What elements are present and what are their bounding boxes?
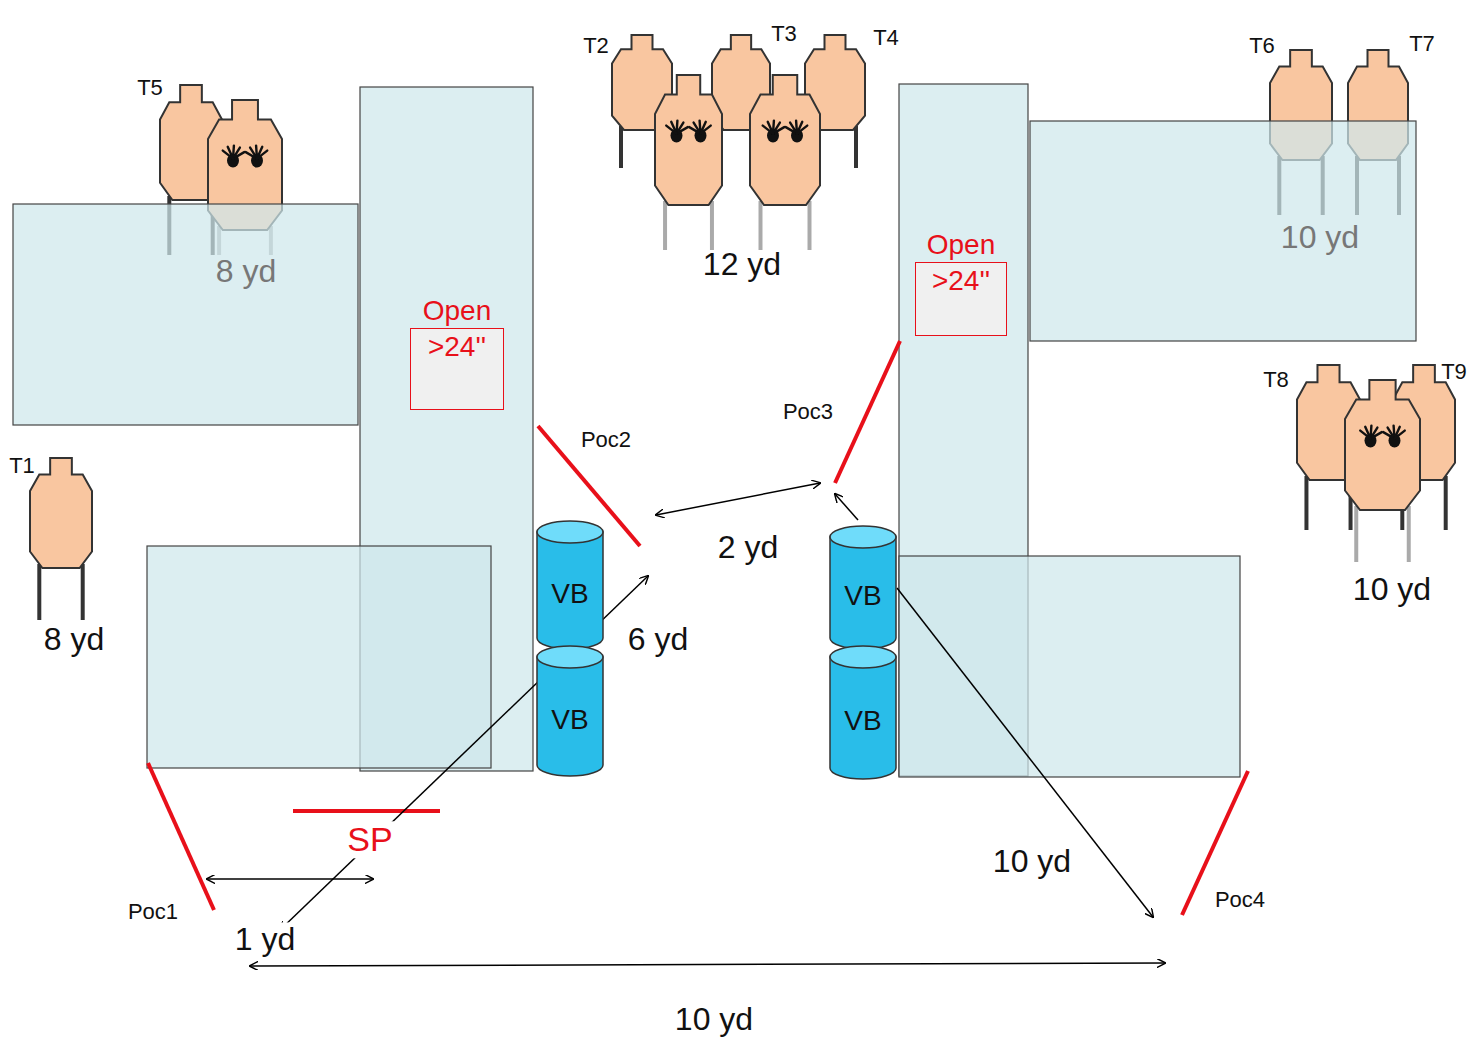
open-heading: Open: [927, 230, 996, 261]
open-heading: Open: [423, 296, 492, 327]
target-label: Poc4: [1213, 888, 1267, 912]
dimension-label: 10 yd: [673, 1002, 755, 1037]
vision-barrier-barrel: VB: [829, 645, 897, 780]
vision-barrier-barrel: VB: [829, 525, 897, 650]
barrel-label: VB: [844, 688, 881, 737]
dimension-label: 10 yd: [991, 844, 1073, 879]
hand-finger: [223, 151, 233, 159]
barrel-body: [830, 537, 896, 649]
barrel-label: VB: [551, 687, 588, 736]
dimension-arrow: [250, 963, 1165, 966]
target-label: Poc2: [579, 428, 633, 452]
target-label: Poc1: [126, 900, 180, 924]
open-port-box: Open>24'': [410, 328, 504, 410]
hand-finger: [797, 126, 807, 134]
fault-line: [148, 763, 214, 910]
barrel-top: [537, 521, 603, 543]
hand-finger: [763, 126, 773, 134]
dimension-label: 2 yd: [716, 530, 780, 565]
target-label: T5: [135, 76, 165, 100]
dimension-label: 8 yd: [42, 622, 106, 657]
fault-line: [293, 809, 440, 813]
wall: [899, 556, 1240, 777]
target-leg: [759, 201, 763, 250]
open-port-box: Open>24'': [915, 262, 1007, 336]
walls: [13, 84, 1416, 777]
target-leg: [1354, 506, 1358, 562]
hand-finger: [666, 126, 676, 134]
target-label: T2: [581, 34, 611, 58]
dimension-arrow: [835, 494, 858, 520]
barrel-label: VB: [551, 561, 588, 610]
no-shoot-target: [750, 75, 820, 250]
barrel-body: [830, 657, 896, 779]
target-label: T1: [7, 454, 37, 478]
barrel-top: [537, 646, 603, 668]
target-leg: [81, 564, 85, 620]
target-label: T4: [871, 26, 901, 50]
target-body: [750, 75, 820, 205]
target-leg: [1304, 476, 1308, 530]
dimension-label: 10 yd: [1351, 572, 1433, 607]
dimension-arrow: [207, 878, 373, 880]
vision-barrier-barrel: VB: [536, 645, 604, 777]
target-label: T9: [1439, 360, 1469, 384]
barrel-top: [830, 526, 896, 548]
vision-barrier-barrel: VB: [536, 520, 604, 650]
open-size: >24'': [932, 266, 990, 297]
target-leg: [854, 126, 858, 168]
no-shoot-target: [655, 75, 722, 250]
hand-finger: [257, 151, 267, 159]
dimension-label: 6 yd: [626, 622, 690, 657]
target-leg: [1407, 506, 1411, 562]
target-leg: [710, 201, 714, 250]
target-leg: [619, 126, 623, 168]
barrel-label: VB: [844, 563, 881, 612]
target-body: [1345, 380, 1420, 510]
wall: [13, 204, 358, 425]
target-label: T3: [769, 22, 799, 46]
shoot-target: [30, 458, 92, 620]
target-body: [655, 75, 722, 205]
dimension-label: 1 yd: [233, 922, 297, 957]
dimension-label: SP: [345, 821, 394, 858]
target-body: [30, 458, 92, 568]
hand-finger: [1360, 431, 1370, 439]
dimension-label: 8 yd: [214, 254, 278, 289]
target-leg: [1444, 476, 1448, 530]
fault-line: [538, 426, 640, 546]
barrel-body: [537, 532, 603, 649]
dimension-arrows: [207, 483, 1165, 966]
target-label: T8: [1261, 368, 1291, 392]
wall: [147, 546, 491, 768]
barrel-body: [537, 657, 603, 776]
target-leg: [663, 201, 667, 250]
target-label: T7: [1407, 32, 1437, 56]
hand-finger: [1395, 431, 1405, 439]
open-size: >24'': [428, 332, 486, 363]
target-label: T6: [1247, 34, 1277, 58]
dimension-arrow: [897, 588, 1153, 917]
target-label: Poc3: [781, 400, 835, 424]
dimension-arrow: [656, 483, 820, 515]
dimension-label: 12 yd: [701, 247, 783, 282]
no-shoot-target: [1345, 380, 1420, 562]
dimension-label: 10 yd: [1279, 220, 1361, 255]
target-leg: [808, 201, 812, 250]
fault-lines: [148, 341, 1248, 915]
target-leg: [37, 564, 41, 620]
wall: [1030, 121, 1416, 341]
fault-line: [835, 341, 900, 483]
barrel-top: [830, 646, 896, 668]
hand-finger: [701, 126, 711, 134]
